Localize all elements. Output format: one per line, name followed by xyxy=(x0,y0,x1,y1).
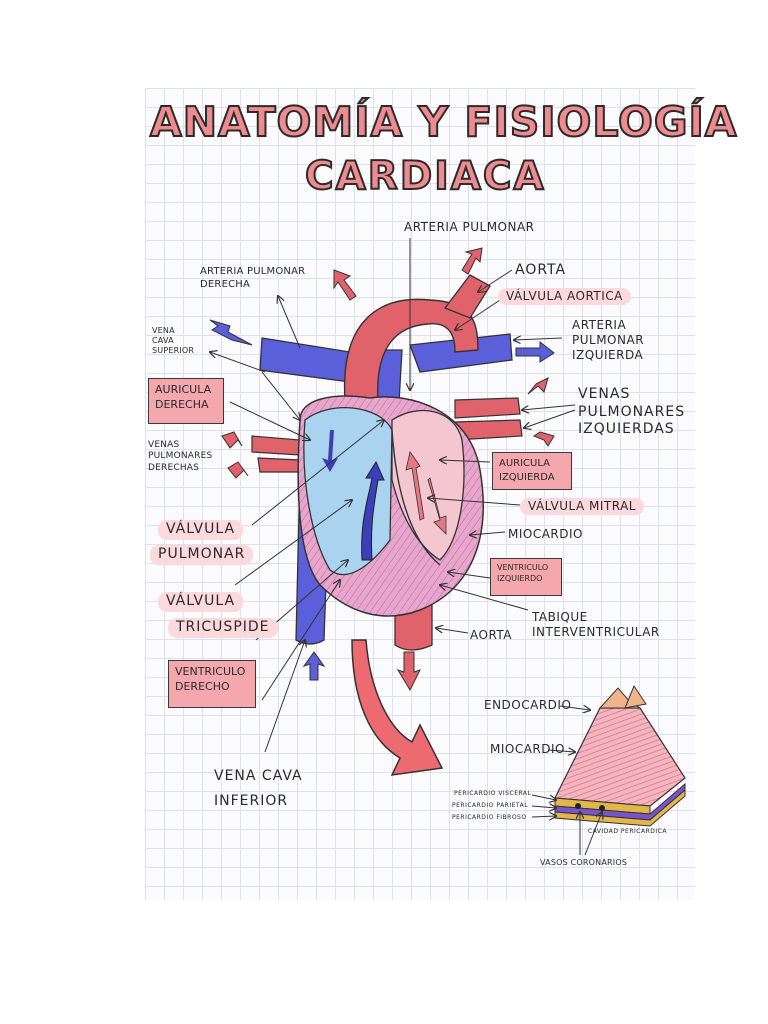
label-arteria-pulmonar: ARTERIA PULMONAR xyxy=(404,220,535,234)
label-valvula-tricuspide-2: TRICUSPIDE xyxy=(168,618,278,638)
flow-arrow-1 xyxy=(209,319,253,346)
aortic-arch xyxy=(343,298,479,401)
label-arteria-pulmonar-izquierda: ARTERIA PULMONAR IZQUIERDA xyxy=(572,318,645,362)
label-vasos-coronarios: VASOS CORONARIOS xyxy=(540,858,628,867)
label-aorta-top: AORTA xyxy=(515,262,567,278)
box-auricula-izquierda: AURICULA IZQUIERDA xyxy=(492,452,572,490)
label-miocardio-layer: MIOCARDIO xyxy=(490,742,565,756)
pericardium-layers-illustration xyxy=(554,684,686,827)
label-aorta-bottom: AORTA xyxy=(470,628,513,642)
label-valvula-pulmonar-1: VÁLVULA xyxy=(158,520,244,540)
box-auricula-derecha: AURICULA DERECHA xyxy=(148,378,224,424)
flow-arrow-5 xyxy=(221,431,243,449)
title-line-2: CARDIACA xyxy=(304,153,546,200)
label-vena-cava-inferior: VENA CAVA INFERIOR xyxy=(214,768,303,810)
flow-arrow-3 xyxy=(333,269,357,301)
label-tabique-interventricular: TABIQUE INTERVENTRICULAR xyxy=(532,610,660,639)
flow-arrow-8 xyxy=(532,431,555,447)
blue-flow-arrow xyxy=(361,460,385,561)
flow-arrow-4 xyxy=(461,247,483,275)
label-vena-cava-superior: VENA CAVA SUPERIOR xyxy=(152,326,195,355)
right-pulmonary-veins xyxy=(251,435,301,456)
label-valvula-tricuspide-1: VÁLVULA xyxy=(158,592,244,612)
flow-curved-arrow xyxy=(351,639,444,776)
label-cavidad-pericardica: CAVIDAD PERICARDICA xyxy=(588,828,667,835)
label-valvula-aortica: VÁLVULA AORTICA xyxy=(498,288,631,305)
interventricular-septum xyxy=(391,429,441,566)
flow-arrow-10 xyxy=(396,651,421,692)
title-line-1: ANATOMÍA Y FISIOLOGÍA xyxy=(149,97,738,147)
left-pulmonary-veins xyxy=(454,397,521,419)
right-pulmonary-artery xyxy=(259,337,351,383)
label-valvula-pulmonar-2: PULMONAR xyxy=(150,545,254,565)
label-venas-pulmonares-derechas: VENAS PULMONARES DERECHAS xyxy=(148,440,213,473)
label-endocardio: ENDOCARDIO xyxy=(484,698,572,712)
label-pericardio-fibroso: PERICARDIO FIBROSO xyxy=(452,814,527,821)
label-venas-pulmonares-izquierdas: VENAS PULMONARES IZQUIERDAS xyxy=(578,386,686,437)
label-pericardio-visceral: PERICARDIO VISCERAL xyxy=(454,790,532,797)
flow-arrow-2 xyxy=(515,340,555,363)
flow-arrow-9 xyxy=(302,651,326,681)
label-arteria-pulmonar-derecha: ARTERIA PULMONAR DERECHA xyxy=(200,266,306,290)
red-flow-arrow xyxy=(405,451,425,521)
label-valvula-mitral: VÁLVULA MITRAL xyxy=(520,498,644,515)
box-ventriculo-derecho: VENTRICULO DERECHO xyxy=(168,660,256,708)
box-ventriculo-izquierdo: VENTRICULO IZQUIERDO xyxy=(490,558,562,596)
label-miocardio: MIOCARDIO xyxy=(508,527,583,541)
label-pericardio-parietal: PERICARDIO PARIETAL xyxy=(452,802,529,809)
flow-arrow-6 xyxy=(227,461,249,479)
flow-arrow-7 xyxy=(527,377,549,395)
